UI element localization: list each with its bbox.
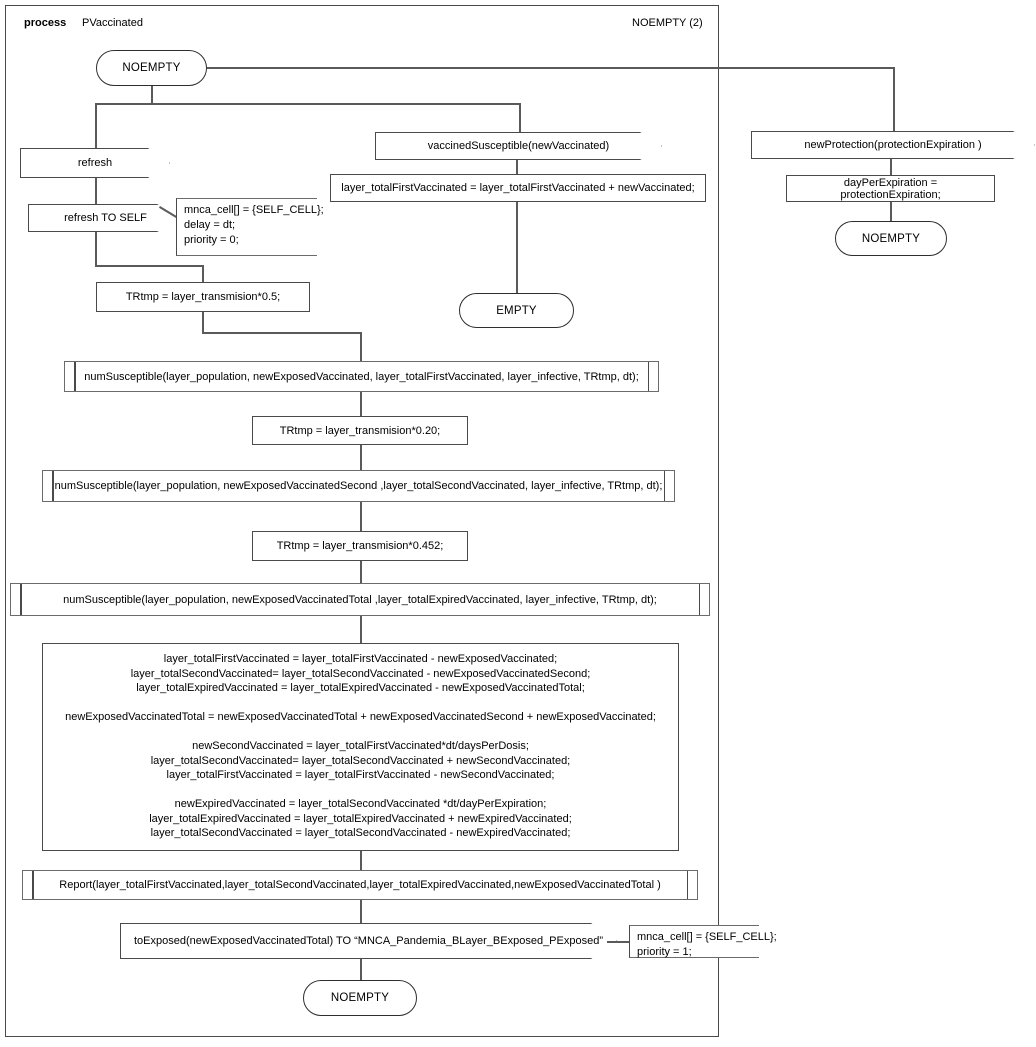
connector-trtmp05-right [202, 332, 361, 334]
process-keyword-label: process [24, 17, 67, 29]
connector-protection-down-2 [890, 202, 892, 221]
task-line: layer_totalFirstVaccinated = layer_total… [163, 653, 558, 665]
call-bar-right [647, 362, 649, 391]
connector-call1-down [360, 392, 362, 416]
connector-bigblock-down [360, 851, 362, 870]
call-num-susceptible-first-label: numSusceptible(layer_population, newExpo… [84, 370, 639, 383]
task-line: newExposedVaccinatedTotal = newExposedVa… [65, 711, 656, 723]
call-report-label: Report(layer_totalFirstVaccinated,layer_… [59, 879, 661, 891]
call-bar-right [698, 584, 700, 615]
comment-refresh-settings: mnca_cell[] = {SELF_CELL}; delay = dt; p… [176, 198, 324, 256]
connector-trtmp05-to-call [360, 332, 362, 361]
call-num-susceptible-second[interactable]: numSusceptible(layer_population, newExpo… [42, 470, 675, 502]
state-empty[interactable]: EMPTY [459, 293, 574, 328]
input-refresh-label: refresh [77, 157, 113, 169]
call-bar-right [686, 871, 688, 899]
connector-call2-down [360, 502, 362, 531]
connector-start-down [151, 86, 153, 104]
task-line: layer_totalExpiredVaccinated = layer_tot… [136, 682, 585, 694]
connector-refresh-down [95, 178, 97, 204]
connector-branch-bus [95, 103, 520, 105]
connector-protection-down-1 [890, 159, 892, 175]
connector-toself-to-trtmp [202, 265, 204, 282]
state-end-noempty[interactable]: NOEMPTY [303, 980, 417, 1016]
process-frame [5, 5, 719, 1037]
comment-to-exposed-settings: mnca_cell[] = {SELF_CELL}; priority = 1; [629, 925, 777, 958]
connector-vaccined-down [516, 160, 518, 174]
input-new-protection-label: newProtection(protectionExpiration ) [804, 139, 982, 151]
task-line-spacer [53, 725, 668, 740]
task-line: layer_totalExpiredVaccinated = layer_tot… [149, 812, 572, 825]
comment-line-to-exposed [607, 941, 631, 943]
call-num-susceptible-total[interactable]: numSusceptible(layer_population, newExpo… [10, 583, 710, 616]
task-line-spacer [53, 783, 668, 798]
input-vaccined-susceptible[interactable]: vaccinedSusceptible(newVaccinated) [375, 132, 662, 160]
task-day-per-expiration[interactable]: dayPerExpiration = protectionExpiration; [786, 175, 995, 202]
comment-refresh-line-1: mnca_cell[] = {SELF_CELL}; [184, 204, 324, 216]
call-report[interactable]: Report(layer_totalFirstVaccinated,layer_… [22, 870, 698, 900]
task-line: newExpiredVaccinated = layer_totalSecond… [174, 798, 547, 810]
state-protection-noempty[interactable]: NOEMPTY [835, 221, 947, 256]
connector-totalfirst-to-empty [516, 202, 518, 293]
task-line: layer_totalFirstVaccinated = layer_total… [166, 769, 555, 781]
input-refresh[interactable]: refresh [20, 148, 170, 178]
call-bar-right [663, 471, 665, 501]
comment-to-exposed-line-1: mnca_cell[] = {SELF_CELL}; [637, 931, 777, 943]
task-total-first-vaccinated[interactable]: layer_totalFirstVaccinated = layer_total… [330, 174, 706, 202]
task-line-spacer [53, 696, 668, 711]
call-num-susceptible-first[interactable]: numSusceptible(layer_population, newExpo… [64, 361, 659, 392]
task-trtmp-05[interactable]: TRtmp = layer_transmision*0.5; [96, 282, 310, 312]
input-vaccined-susceptible-label: vaccinedSusceptible(newVaccinated) [427, 140, 610, 152]
connector-trtmp0452-down [360, 561, 362, 583]
connector-toself-down [95, 232, 97, 266]
task-vaccination-update-block[interactable]: layer_totalFirstVaccinated = layer_total… [42, 643, 679, 851]
process-name-label: PVaccinated [82, 17, 143, 29]
output-to-exposed[interactable]: toExposed(newExposedVaccinatedTotal) TO … [120, 923, 617, 959]
connector-branch-left-down [95, 103, 97, 148]
connector-report-down [360, 900, 362, 923]
page-label: NOEMPTY (2) [632, 17, 703, 29]
call-bar-left [52, 471, 54, 501]
comment-refresh-line-3: priority = 0; [184, 234, 239, 246]
comment-to-exposed-line-2: priority = 1; [637, 946, 692, 958]
connector-trtmp05-down [202, 312, 204, 333]
task-trtmp-0452[interactable]: TRtmp = layer_transmision*0.452; [252, 531, 468, 561]
connector-start-to-protection-vertical [893, 67, 895, 152]
output-refresh-to-self-label: refresh TO SELF [64, 212, 147, 224]
comment-refresh-line-2: delay = dt; [184, 219, 236, 231]
task-line: layer_totalSecondVaccinated = layer_tota… [150, 827, 571, 839]
task-line: layer_totalSecondVaccinated= layer_total… [130, 667, 591, 680]
connector-call3-down [360, 616, 362, 643]
connector-toself-right [95, 265, 203, 267]
connector-start-to-protection-horizontal [207, 67, 894, 69]
state-start-noempty[interactable]: NOEMPTY [96, 50, 207, 86]
call-bar-left [20, 584, 22, 615]
connector-toexposed-down [360, 959, 362, 980]
call-bar-left [32, 871, 34, 899]
call-bar-left [74, 362, 76, 391]
task-trtmp-020[interactable]: TRtmp = layer_transmision*0.20; [252, 416, 468, 445]
task-line: newSecondVaccinated = layer_totalFirstVa… [192, 740, 529, 752]
connector-trtmp020-down [360, 445, 362, 470]
input-new-protection[interactable]: newProtection(protectionExpiration ) [751, 131, 1035, 159]
connector-branch-right-down [519, 103, 521, 132]
output-to-exposed-label: toExposed(newExposedVaccinatedTotal) TO … [134, 935, 603, 947]
task-line: layer_totalSecondVaccinated= layer_total… [150, 754, 571, 767]
call-num-susceptible-total-label: numSusceptible(layer_population, newExpo… [63, 593, 657, 606]
call-num-susceptible-second-label: numSusceptible(layer_population, newExpo… [54, 480, 663, 492]
